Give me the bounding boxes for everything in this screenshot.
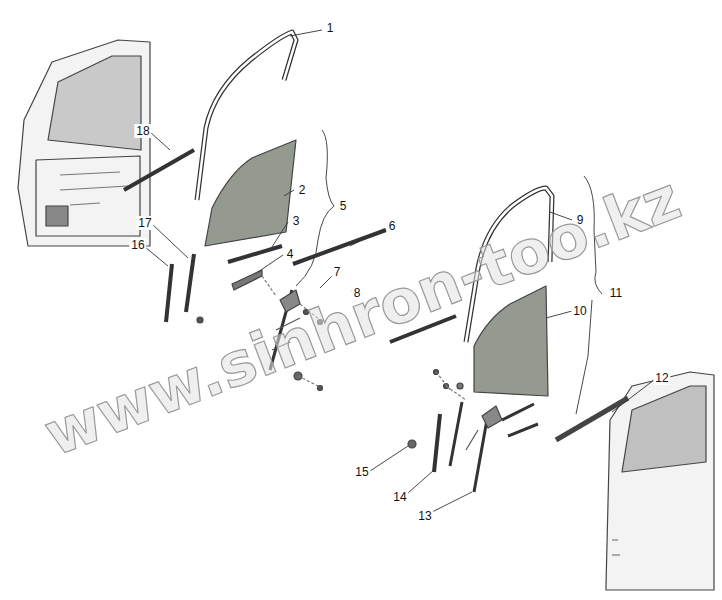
callout-number: 11	[608, 286, 624, 300]
callout-number: 12	[653, 371, 670, 385]
callout-number: 5	[338, 199, 349, 213]
callout-number: 7	[332, 265, 343, 279]
callout-number: 10	[571, 304, 588, 318]
callout-number: 1	[325, 21, 336, 35]
callout-number: 6	[387, 219, 398, 233]
callout-number: 4	[285, 247, 296, 261]
callout-number: 18	[134, 124, 151, 138]
callout-number: 3	[291, 214, 302, 228]
callout-number: 14	[391, 490, 408, 504]
callout-number: 13	[416, 509, 433, 523]
watermark: www.sinhron-too.kz	[37, 167, 688, 465]
callout-number: 16	[129, 238, 146, 252]
callout-number: 2	[297, 183, 308, 197]
callout-number: 15	[353, 465, 370, 479]
callout-number: 17	[136, 216, 153, 230]
